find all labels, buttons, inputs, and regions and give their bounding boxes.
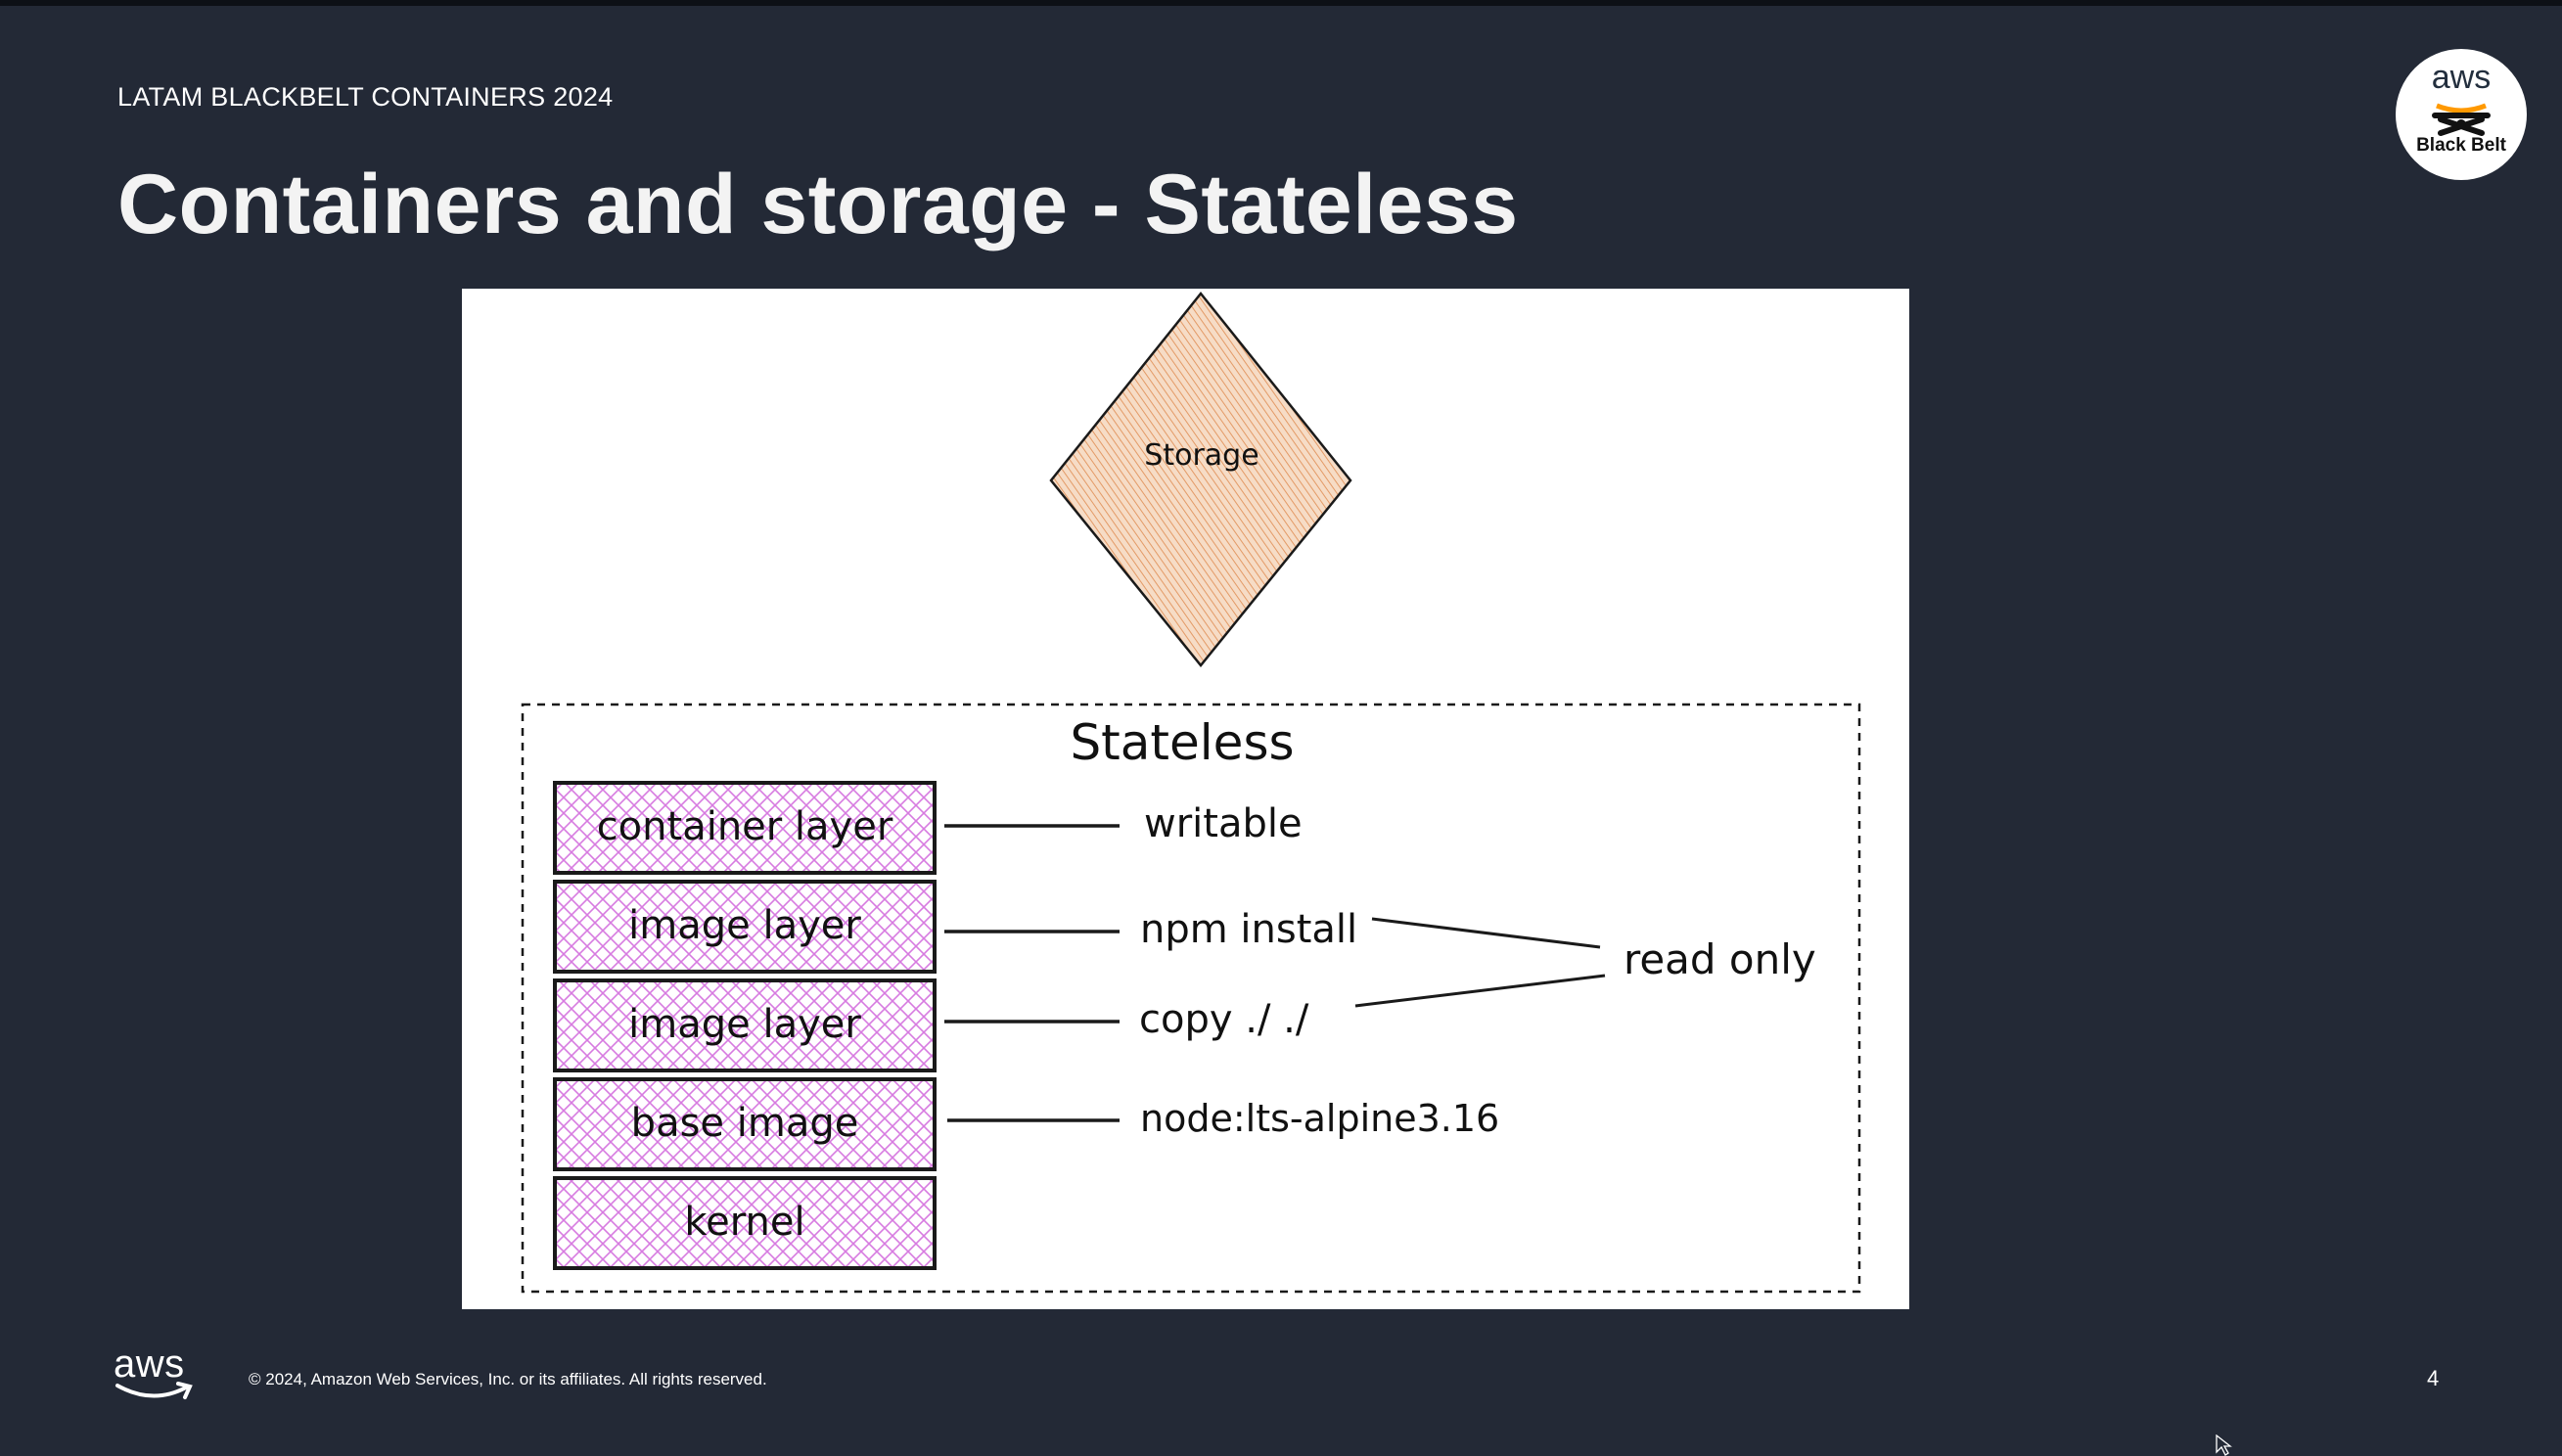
annotation-copy: copy ./ ./ [1139, 997, 1309, 1042]
base-image-box [553, 1077, 937, 1171]
slide-title: Containers and storage - Stateless [117, 158, 1519, 251]
mouse-cursor-icon [2216, 1434, 2232, 1456]
annotation-npm-install: npm install [1140, 907, 1357, 952]
badge-aws-wordmark: aws [2431, 59, 2492, 96]
layer-stack: container layer image layer image layer … [553, 781, 937, 1270]
footer-aws-logo: aws [114, 1342, 185, 1386]
layer-label-kernel: kernel [684, 1200, 804, 1245]
stateless-diagram: Storage Stateless container layer image … [521, 292, 1861, 1294]
layer-label-image-2: image layer [628, 1002, 861, 1047]
read-only-connector-top [1371, 917, 1601, 949]
storage-label: Storage [1144, 438, 1258, 473]
annotation-writable: writable [1144, 801, 1303, 846]
storage-diamond [1049, 292, 1352, 667]
stateless-group-frame [521, 703, 1861, 1294]
aws-smile-icon [115, 1382, 193, 1399]
top-edge-strip [0, 0, 2562, 6]
layer-label-base-image: base image [631, 1101, 859, 1146]
diagram-panel: Storage Stateless container layer image … [462, 289, 1909, 1309]
kernel-box [553, 1176, 937, 1270]
layer-label-container: container layer [597, 804, 893, 849]
slide-eyebrow: LATAM BLACKBELT CONTAINERS 2024 [117, 82, 614, 112]
annotation-base-image: node:lts-alpine3.16 [1140, 1097, 1499, 1140]
footer-copyright: © 2024, Amazon Web Services, Inc. or its… [249, 1370, 767, 1388]
image-layer-box-2 [553, 978, 937, 1072]
read-only-connector-bottom [1354, 974, 1606, 1008]
layer-label-image-1: image layer [628, 903, 861, 948]
slide-page-number: 4 [2427, 1366, 2440, 1390]
read-only-label: read only [1624, 935, 1816, 983]
image-layer-box-1 [553, 880, 937, 974]
aws-black-belt-badge: aws Black Belt [2396, 49, 2527, 180]
badge-label: Black Belt [2416, 135, 2506, 156]
stateless-group-title: Stateless [1070, 714, 1294, 771]
black-belt-icon [2432, 103, 2491, 136]
container-layer-box [553, 781, 937, 875]
